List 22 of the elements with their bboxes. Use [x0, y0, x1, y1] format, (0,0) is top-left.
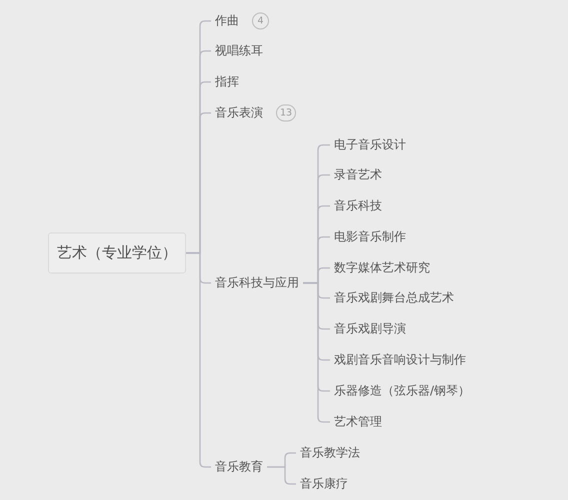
topic-label: 电影音乐制作: [330, 228, 410, 246]
topic-label: 戏剧音乐音响设计与制作: [330, 350, 470, 370]
topic-label: 音乐戏剧舞台总成艺术: [330, 288, 458, 308]
topic-label: 数字媒体艺术研究: [330, 258, 434, 278]
connector-line: [267, 466, 296, 485]
topic-label: 音乐教学法: [296, 444, 364, 462]
topic-label: 音乐康疗: [296, 474, 352, 494]
topic-label: 艺术管理: [330, 412, 386, 432]
topic-label: 指挥: [211, 72, 243, 92]
count-badge: 4: [252, 12, 269, 30]
topic-label: 电子音乐设计: [330, 136, 410, 154]
topic-label: 作曲: [211, 12, 243, 30]
count-badge: 13: [276, 104, 296, 122]
topic-label: 音乐教育: [211, 458, 267, 476]
topic-label: 视唱练耳: [211, 42, 267, 60]
topic-label: 乐器修造（弦乐器/钢琴）: [330, 382, 474, 400]
central-topic-box: 艺术（专业学位）: [48, 232, 186, 274]
topic-label: 音乐科技与应用: [211, 274, 303, 292]
topic-label: 录音艺术: [330, 166, 386, 184]
topic-label: 音乐表演: [211, 104, 267, 122]
topic-label: 音乐科技: [330, 196, 386, 216]
topic-label: 音乐戏剧导演: [330, 320, 410, 338]
